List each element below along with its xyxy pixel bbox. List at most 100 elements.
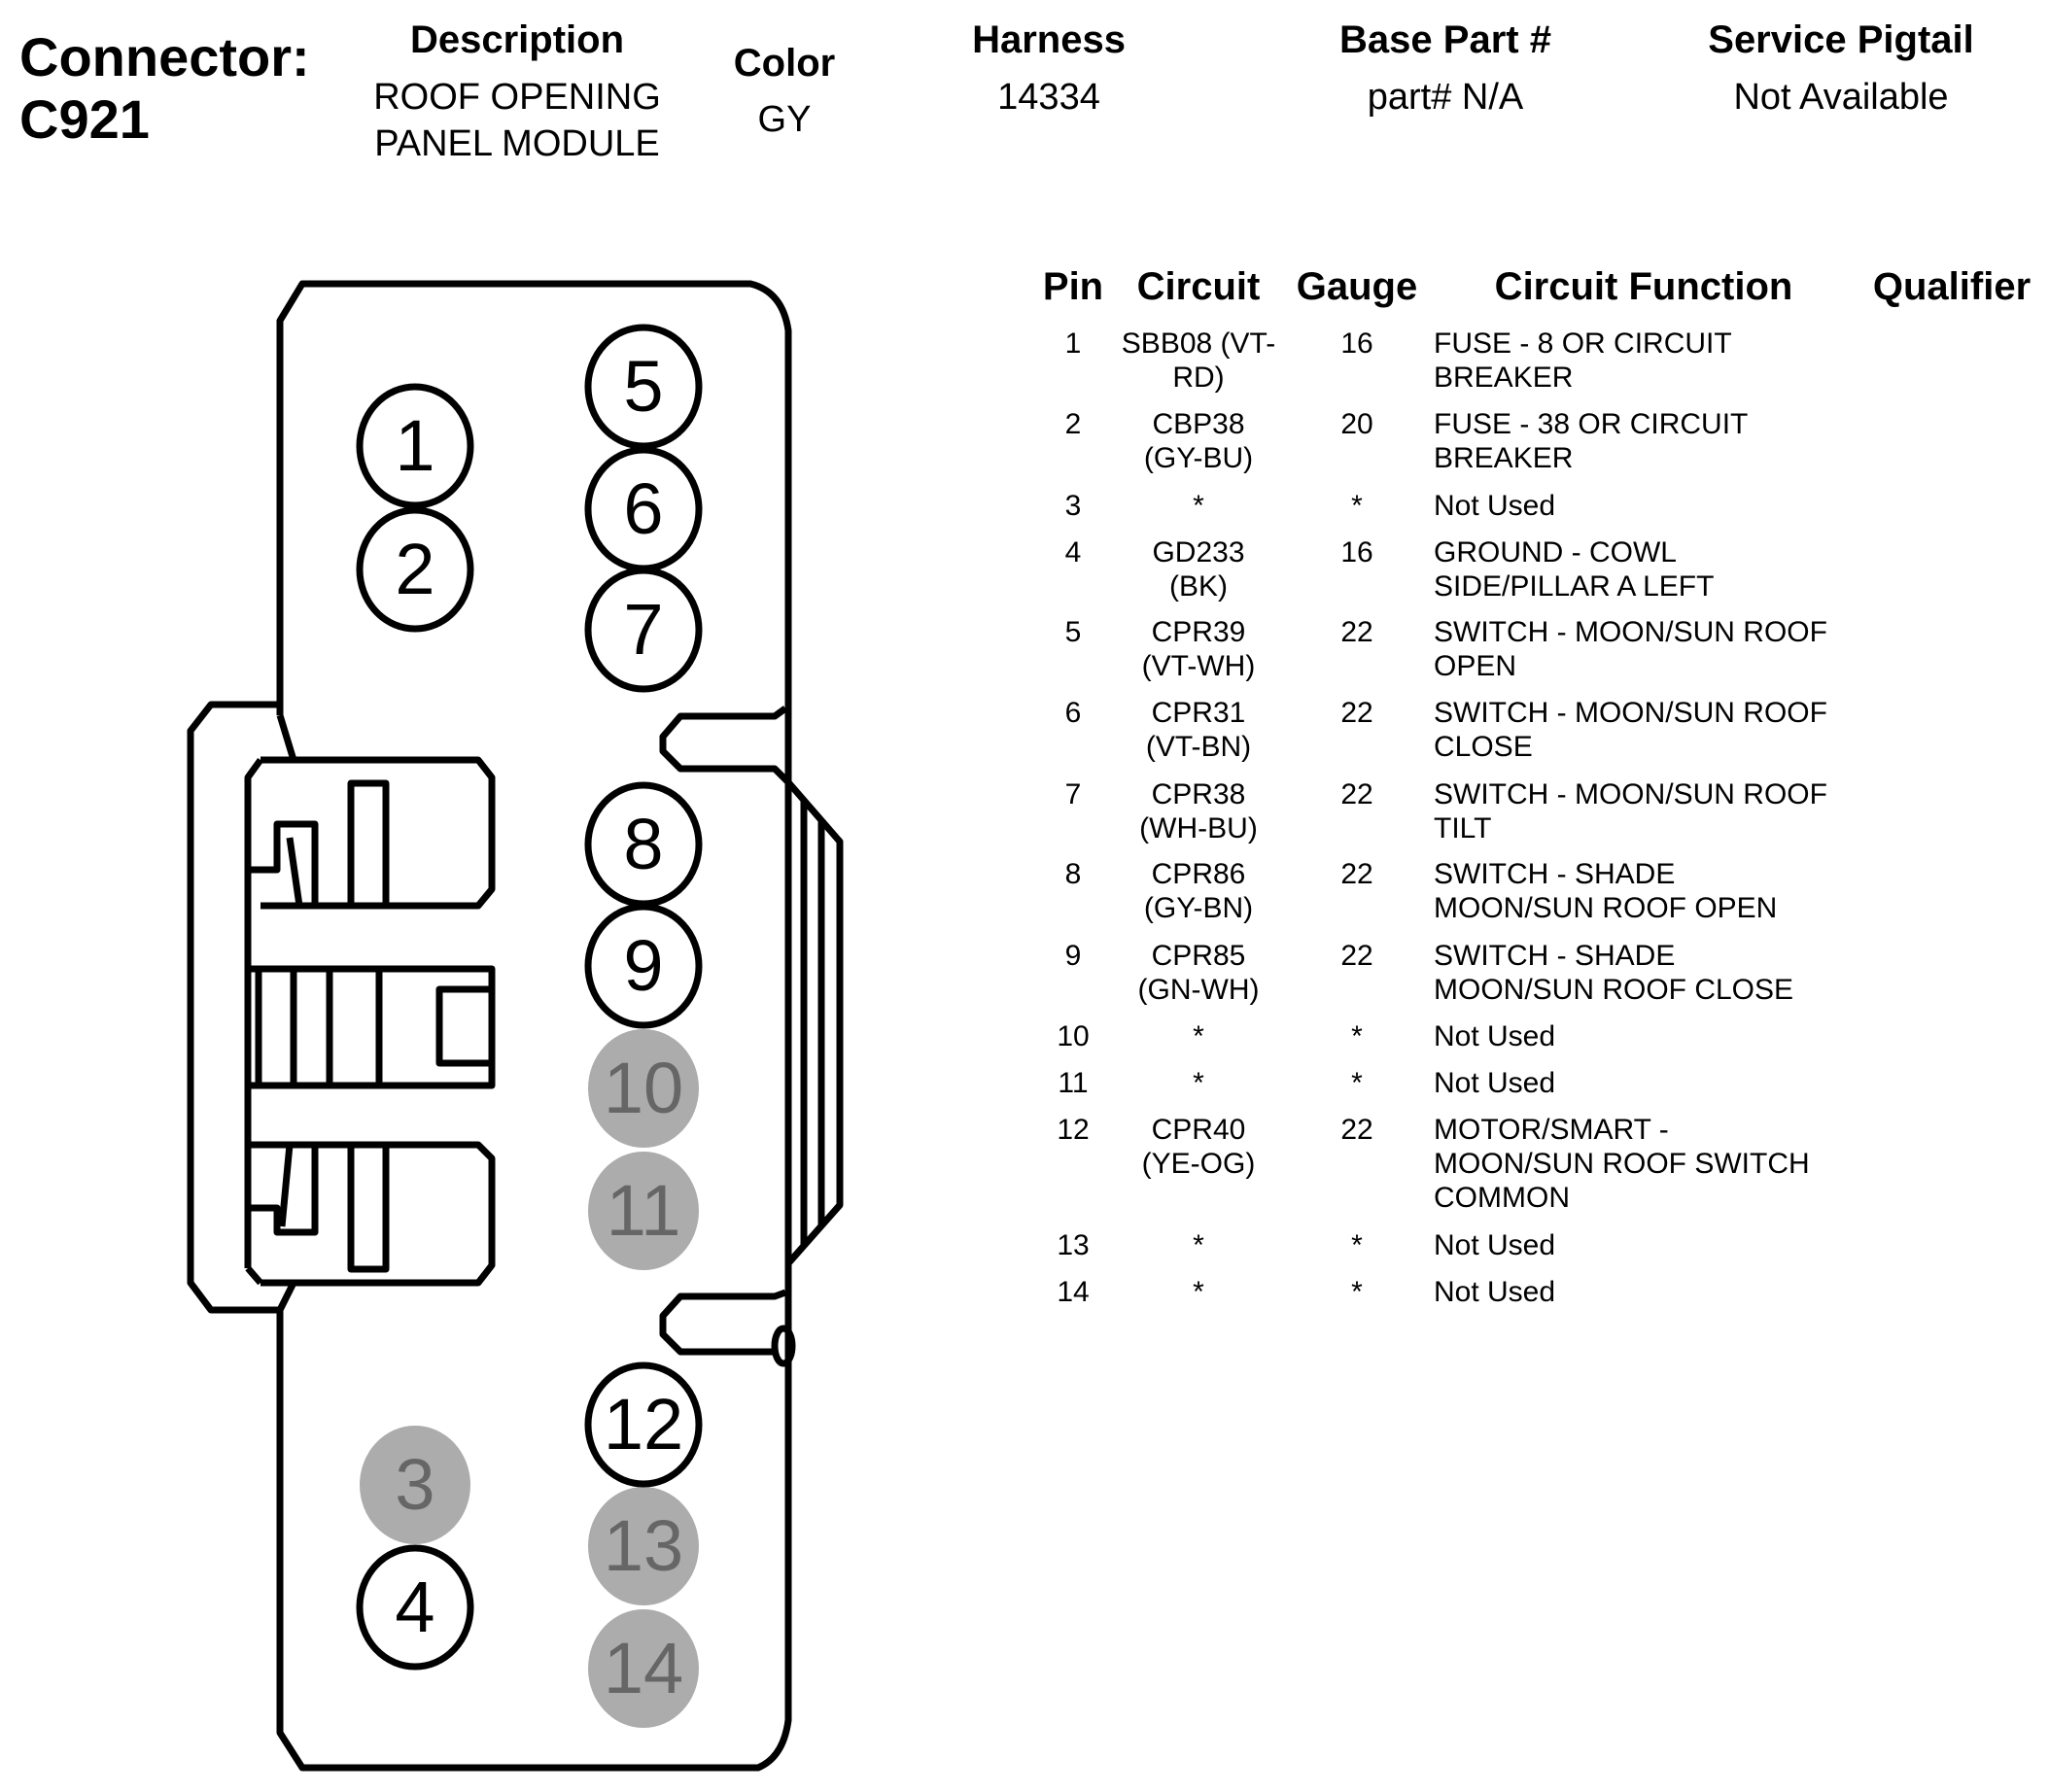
cell-function-line: COMMON [1434,1182,1570,1214]
cell-circuit-line: CPR40 [1151,1114,1246,1146]
cell-gauge: * [1351,489,1363,523]
pin-number-label: 11 [607,1170,681,1251]
connector-label: Connector: [19,26,310,87]
cell-circuit-line: (WH-BU) [1139,812,1258,844]
cell-function-line: Not Used [1434,1020,1556,1052]
cell-circuit-line: RD) [1172,362,1225,394]
pin-cavity-used [584,567,703,693]
description-line-2: PANEL MODULE [374,123,660,164]
pin-cavity-unused [588,1029,699,1148]
cell-circuit-line: * [1193,1276,1204,1308]
cell-circuit-line: (VT-BN) [1145,731,1252,763]
cell-pin-line: 14 [1057,1276,1090,1308]
cell-function: Not Used [1434,1066,1555,1100]
pin-cavity-unused [588,1487,699,1605]
pin-9: 9 [584,903,703,1029]
lower-notch [659,1289,787,1356]
pin-cavity-used [356,1544,474,1671]
latch-lower-block [248,1141,496,1287]
cell-circuit: SBB08 (VT-RD) [1122,327,1275,395]
cell-circuit-line: * [1193,1067,1204,1099]
cell-circuit-line: (GN-WH) [1137,974,1260,1006]
cell-pin-line: 13 [1057,1229,1090,1261]
cell-circuit-line: CBP38 [1152,408,1245,440]
cell-circuit: * [1193,1066,1204,1100]
cell-gauge: * [1351,1228,1363,1262]
pin-number-label: 14 [604,1628,683,1708]
cell-function: Not Used [1434,1019,1555,1053]
cell-gauge-line: * [1351,1229,1363,1261]
cell-pin: 6 [1065,696,1082,730]
cell-function-line: SWITCH - MOON/SUN ROOF [1434,778,1827,810]
rib-outline [785,779,844,1266]
cell-function-line: MOON/SUN ROOF CLOSE [1434,974,1794,1006]
cell-circuit: * [1193,1019,1204,1053]
cell-gauge: 22 [1340,939,1372,973]
cell-pin: 2 [1065,407,1082,441]
pin-number-label: 9 [623,925,663,1006]
pin-number-label: 7 [623,589,663,670]
cell-circuit: CPR40(YE-OG) [1142,1113,1256,1181]
cell-function-line: SIDE/PILLAR A LEFT [1434,570,1715,603]
cell-pin: 4 [1065,535,1082,569]
pin-number-label: 3 [395,1444,434,1525]
pin-number-label: 12 [604,1384,683,1465]
cell-pin-line: 6 [1064,697,1082,729]
cell-gauge: * [1351,1066,1363,1100]
cell-function-line: BREAKER [1434,442,1574,474]
cell-pin: 7 [1065,777,1082,811]
cell-pin-line: 5 [1064,616,1082,648]
cell-circuit-line: (GY-BU) [1143,442,1254,474]
cell-gauge-line: 22 [1340,940,1373,972]
cell-circuit-line: CPR31 [1151,697,1246,729]
cell-circuit-line: CPR85 [1151,940,1246,972]
pin-number-label: 10 [604,1048,683,1128]
cell-circuit: * [1193,489,1204,523]
cell-circuit: CPR39(VT-WH) [1142,615,1256,683]
cell-pin-line: 9 [1064,940,1082,972]
pin-5: 5 [584,324,703,450]
connector-housing [187,280,844,1772]
cell-function-line: CLOSE [1434,731,1533,763]
cell-function-line: TILT [1434,812,1492,844]
cell-function-line: SWITCH - SHADE [1434,940,1676,972]
upper-hook [248,820,319,907]
pin-10: 10 [588,1029,699,1148]
pin-12: 12 [584,1361,703,1488]
lower-notch-knob [771,1325,796,1367]
pin-number-label: 8 [623,804,663,884]
cell-function-line: Not Used [1434,1229,1556,1261]
cell-function-line: BREAKER [1434,362,1574,394]
cell-function-line: GROUND - COWL [1434,536,1677,569]
cell-function-line: Not Used [1434,1067,1556,1099]
cell-gauge-line: * [1351,1067,1363,1099]
cell-function: Not Used [1434,489,1555,523]
pin-cavity-unused [360,1426,470,1544]
pin-13: 13 [588,1487,699,1605]
description-line-1: ROOF OPENING [373,77,661,118]
cell-circuit: * [1193,1228,1204,1262]
cell-gauge-line: 16 [1340,536,1373,569]
pin-7: 7 [584,567,703,693]
cell-function: Not Used [1434,1275,1555,1309]
cell-pin-line: 7 [1064,778,1082,810]
cell-pin: 12 [1057,1113,1089,1147]
cell-function-line: SWITCH - MOON/SUN ROOF [1434,697,1827,729]
cell-circuit-line: (VT-WH) [1141,650,1256,682]
lower-tab-bar [347,1141,390,1273]
pin-number-label: 1 [395,405,434,486]
cell-pin: 11 [1058,1066,1088,1100]
connector-id: C921 [19,88,150,150]
column-header-circuit-function: Circuit Function [1494,265,1793,308]
pin-14: 14 [588,1609,699,1728]
housing-upper-body [276,280,792,724]
pin-cavity-used [356,506,474,633]
pin-3: 3 [360,1426,470,1544]
cell-gauge: 22 [1340,777,1372,811]
cell-gauge: 22 [1340,857,1372,891]
cell-pin-line: 3 [1064,490,1082,522]
cell-circuit-line: GD233 [1152,536,1245,569]
